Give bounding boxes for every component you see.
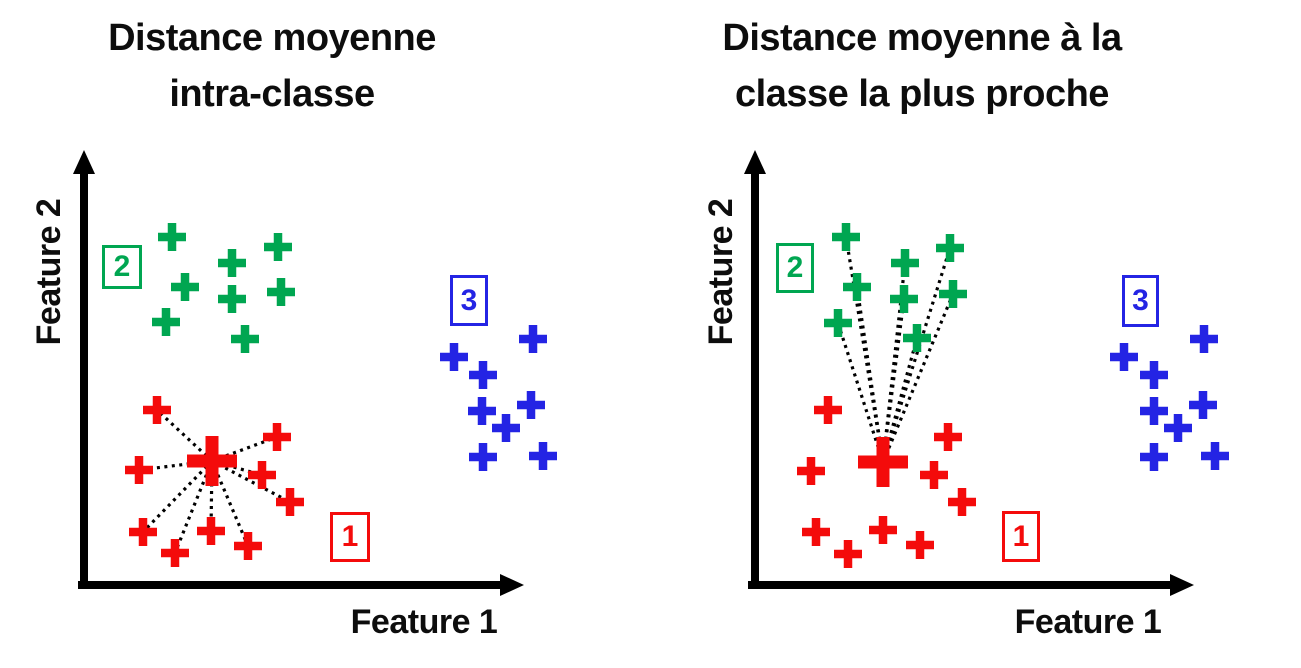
distance-dotted-line xyxy=(881,247,952,463)
y-axis-arrowhead-icon xyxy=(744,150,766,174)
distance-dotted-line xyxy=(881,298,906,463)
panel-left-panel xyxy=(73,150,557,596)
distance-dotted-line xyxy=(881,293,955,463)
x-axis-arrowhead-icon xyxy=(1170,574,1194,596)
left-panel-title-line2: intra-classe xyxy=(169,73,375,115)
distance-dotted-line xyxy=(155,408,214,463)
cluster-1-points xyxy=(125,396,304,567)
left-panel-title-line1: Distance moyenne xyxy=(108,17,436,59)
left-yaxis-label: Feature 2 xyxy=(30,198,68,346)
cluster-label-text: 1 xyxy=(1012,519,1030,553)
right-panel-title: Distance moyenne à la classe la plus pro… xyxy=(642,10,1202,122)
right-panel-title-line1: Distance moyenne à la xyxy=(722,17,1122,59)
cluster-label-text: 3 xyxy=(460,283,478,317)
right-xaxis-label: Feature 1 xyxy=(1014,603,1162,641)
cluster-2-points xyxy=(824,223,967,352)
cluster-label-text: 2 xyxy=(113,250,131,283)
distance-dotted-line xyxy=(836,322,885,463)
x-axis-arrowhead-icon xyxy=(500,574,524,596)
panel-right-panel xyxy=(744,150,1229,596)
right-cluster-2-label-box: 2 xyxy=(776,243,814,293)
cluster-label-text: 1 xyxy=(341,520,359,553)
cluster-3-points xyxy=(440,325,557,471)
distance-dotted-line xyxy=(855,286,885,463)
y-axis-arrowhead-icon xyxy=(73,150,95,174)
right-yaxis-label: Feature 2 xyxy=(702,198,740,346)
distance-dotted-line xyxy=(844,236,885,463)
right-cluster-3-label-box: 3 xyxy=(1122,275,1159,327)
distance-dotted-line xyxy=(141,459,214,534)
cluster-3-points xyxy=(1110,325,1229,471)
cluster-2-points xyxy=(152,223,295,353)
left-xaxis-label: Feature 1 xyxy=(350,603,498,641)
left-panel-title: Distance moyenne intra-classe xyxy=(0,10,552,122)
left-cluster-2-label-box: 2 xyxy=(102,245,142,289)
left-cluster-3-label-box: 3 xyxy=(450,275,488,326)
right-cluster-1-label-box: 1 xyxy=(1002,511,1040,562)
left-cluster-1-label-box: 1 xyxy=(330,512,370,562)
cluster-1-points xyxy=(797,396,976,568)
distance-dotted-line xyxy=(881,337,919,463)
cluster-label-text: 3 xyxy=(1132,284,1149,317)
right-panel-title-line2: classe la plus proche xyxy=(735,73,1109,115)
cluster-label-text: 2 xyxy=(786,251,804,284)
